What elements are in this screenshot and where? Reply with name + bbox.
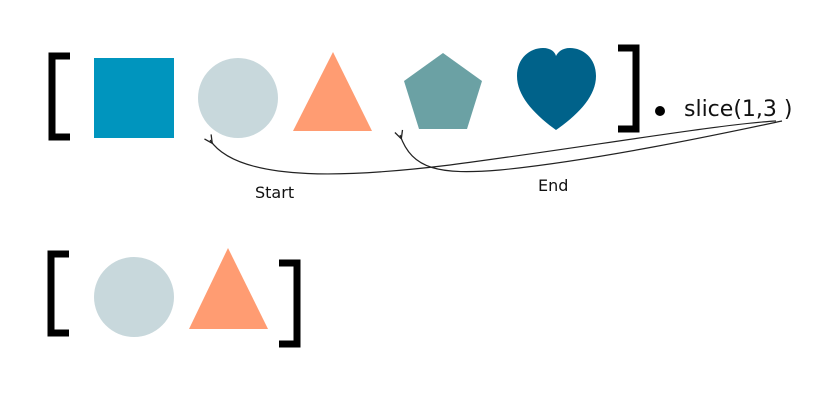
end-label: End — [538, 176, 568, 195]
source-array: slice(1,3 ) — [48, 44, 792, 141]
start-label: Start — [255, 183, 294, 202]
result-triangle-icon — [189, 248, 268, 329]
source-triangle-icon — [293, 52, 372, 131]
slice-arrows: Start End — [210, 120, 783, 202]
source-pentagon-icon — [404, 53, 482, 129]
source-heart-icon — [517, 48, 596, 130]
source-square-icon — [94, 58, 174, 138]
result-right-bracket — [279, 259, 301, 348]
right-bracket — [618, 44, 640, 133]
method-call: slice(1,3 ) — [684, 97, 792, 122]
end-arrow — [400, 120, 783, 173]
source-circle-icon — [198, 58, 278, 138]
result-left-bracket — [47, 250, 69, 337]
result-array — [47, 248, 301, 348]
method-dot — [655, 106, 665, 116]
left-bracket — [48, 52, 70, 141]
start-arrow — [210, 120, 777, 175]
result-circle-icon — [94, 257, 174, 337]
